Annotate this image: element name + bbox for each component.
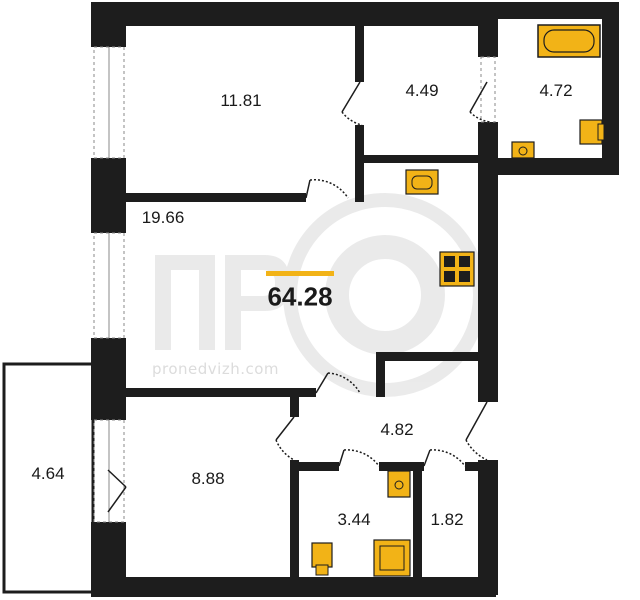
room-area-wardrobe: 4.49 xyxy=(405,81,439,100)
room-area-toilet: 3.44 xyxy=(337,510,371,529)
room-area-living: 19.66 xyxy=(141,208,185,227)
toilet-bowl-icon xyxy=(311,542,333,576)
kitchen-sink-icon xyxy=(405,169,439,195)
toilet-sink-icon xyxy=(387,470,411,498)
doors xyxy=(107,81,491,513)
room-area-bathroom: 4.72 xyxy=(539,81,573,100)
toilet-icon xyxy=(579,119,605,145)
total-area: 64.28 xyxy=(267,281,333,312)
sink-icon xyxy=(511,141,535,159)
bathtub-icon xyxy=(537,24,601,58)
room-area-hall: 4.82 xyxy=(380,420,414,439)
room-area-bedroom-bottom: 8.88 xyxy=(191,469,225,488)
room-area-storage: 1.82 xyxy=(430,510,464,529)
shower-tray-icon xyxy=(373,539,411,577)
watermark-text: pronedvizh.com xyxy=(152,360,280,378)
room-area-balcony: 4.64 xyxy=(31,464,65,483)
windows xyxy=(93,46,496,523)
balcony-outline xyxy=(2,362,95,594)
room-area-bedroom-top: 11.81 xyxy=(220,91,262,110)
walls xyxy=(91,2,619,597)
total-area-accent-bar xyxy=(266,271,334,276)
stove-icon xyxy=(439,251,475,287)
